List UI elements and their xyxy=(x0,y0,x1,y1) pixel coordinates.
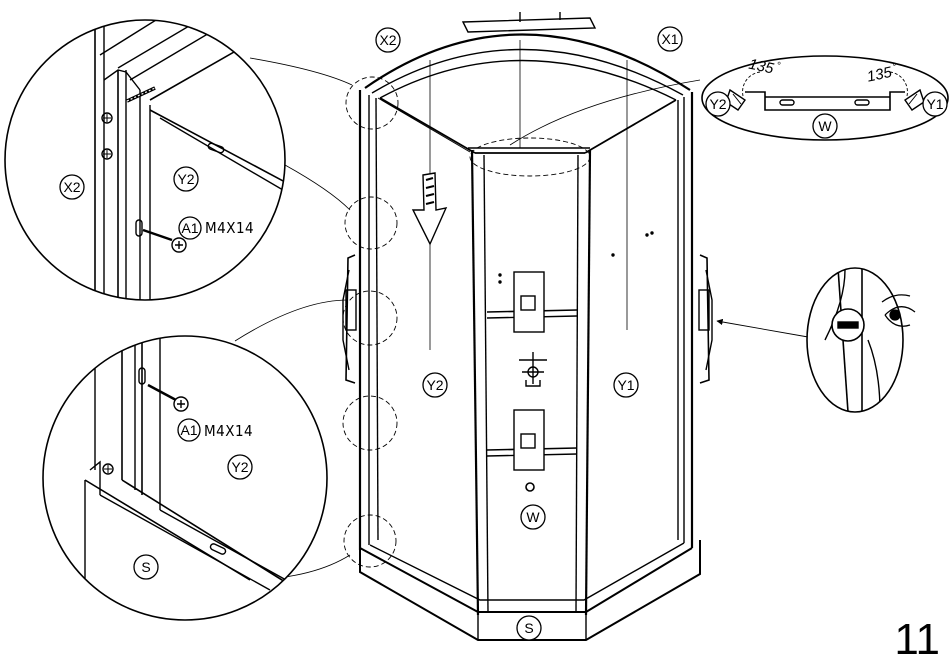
label-y2-detail-top: Y2 xyxy=(177,171,194,187)
label-y2-detail-bottom: Y2 xyxy=(231,459,248,475)
label-a1-bottom: A1 xyxy=(180,422,197,438)
label-y1-main: Y1 xyxy=(617,377,634,393)
page-number: 11 xyxy=(894,615,940,664)
label-a1-top: A1 xyxy=(181,220,198,236)
side-view-detail xyxy=(807,268,903,412)
shower-cabin xyxy=(343,12,712,640)
down-arrow-icon xyxy=(413,173,446,244)
label-w-main: W xyxy=(526,509,540,525)
label-x2-main: X2 xyxy=(379,32,396,48)
detail-circle-bottom xyxy=(43,330,340,640)
detail-circle-top xyxy=(5,0,300,330)
label-w-angle: W xyxy=(818,118,832,134)
screw-spec-bottom: M4X14 xyxy=(204,422,253,440)
screw-spec-top: M4X14 xyxy=(205,219,254,237)
label-x1-main: X1 xyxy=(661,31,678,47)
label-s-detail: S xyxy=(141,559,150,575)
label-y2-main: Y2 xyxy=(426,377,443,393)
label-s-main: S xyxy=(524,620,533,636)
label-x2-detail: X2 xyxy=(63,179,80,195)
label-y2-angle: Y2 xyxy=(709,96,726,112)
label-y1-angle: Y1 xyxy=(926,96,943,112)
view-direction-arrow xyxy=(717,321,808,337)
